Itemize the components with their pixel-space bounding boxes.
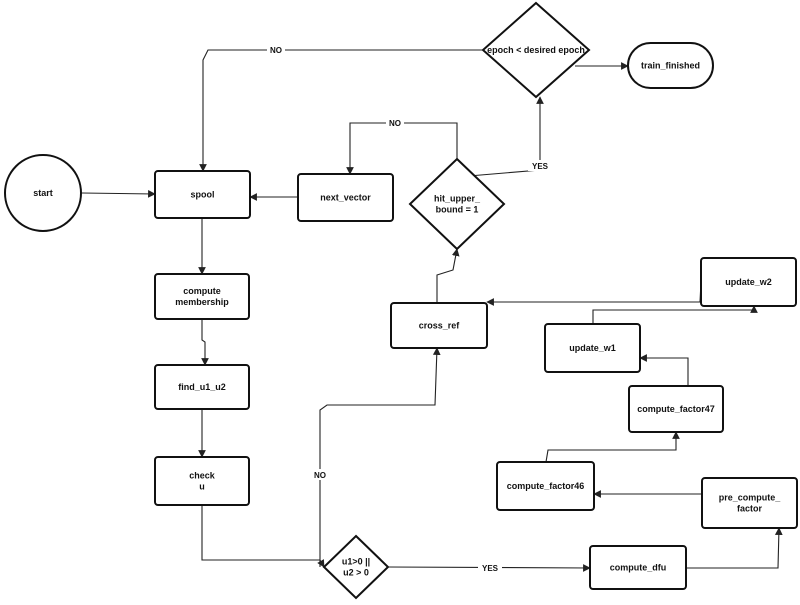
node-label: bound = 1 (436, 205, 479, 215)
node-epoch-check: epoch < desired epoch (481, 1, 591, 99)
edge-label-yes: YES (482, 564, 499, 573)
node-label: hit_upper_ (434, 194, 481, 204)
node-next-vector: next_vector (297, 173, 394, 222)
node-label: check (189, 471, 216, 481)
node-label: next_vector (320, 193, 371, 203)
node-shape-compute-dfu (589, 545, 687, 590)
node-label: spool (191, 190, 215, 200)
node-label: find_u1_u2 (178, 382, 226, 392)
node-shape-spool (154, 170, 251, 219)
node-label: train_finished (641, 61, 700, 71)
node-compute-factor47: compute_factor47 (628, 385, 724, 433)
node-shape-find-u1-u2 (154, 364, 250, 410)
node-shape-epoch-check (481, 1, 591, 99)
node-label: u2 > 0 (343, 568, 369, 578)
node-start: start (4, 154, 82, 232)
node-shape-pre-compute-factor (701, 477, 798, 529)
node-label: compute_dfu (610, 563, 667, 573)
edge-u-condition-to-cross-ref (319, 347, 441, 567)
edge-label-background (478, 562, 502, 573)
edge-compute-factor46-to-compute-factor47 (545, 431, 680, 463)
node-label: pre_compute_ (719, 493, 782, 503)
edge-label-layer: YES NO NO YES NO (267, 44, 552, 573)
node-label: update_w1 (569, 343, 616, 353)
edge-hit-upper-bound-to-epoch-check (456, 96, 544, 178)
node-label: cross_ref (419, 321, 461, 331)
node-shape-cross-ref (390, 302, 488, 349)
node-shape-next-vector (297, 173, 394, 222)
node-cross-ref: cross_ref (390, 302, 488, 349)
edge-compute-membership-to-find-u1-u2 (201, 319, 209, 366)
edge-label-no: NO (270, 46, 282, 55)
node-shape-u-condition (322, 534, 390, 600)
node-label: compute_factor47 (637, 404, 715, 414)
edge-label-yes: YES (532, 162, 549, 171)
node-label: u1>0 || (342, 557, 370, 567)
node-find-u1-u2: find_u1_u2 (154, 364, 250, 410)
edge-check-u-to-u-condition (201, 505, 325, 568)
node-update-w1: update_w1 (544, 323, 641, 373)
edge-cross-ref-to-hit-upper-bound (436, 248, 460, 303)
edge-label-background (386, 117, 404, 128)
node-label: compute_factor46 (507, 481, 585, 491)
node-label: compute (183, 286, 221, 296)
edge-label-background (267, 44, 285, 55)
node-shape-check-u (154, 456, 250, 506)
node-compute-dfu: compute_dfu (589, 545, 687, 590)
node-shape-compute-factor47 (628, 385, 724, 433)
node-spool: spool (154, 170, 251, 219)
node-label: start (33, 188, 53, 198)
node-shape-train-finished (627, 42, 714, 89)
node-compute-factor46: compute_factor46 (496, 461, 595, 511)
node-shape-compute-factor46 (496, 461, 595, 511)
node-train-finished: train_finished (627, 42, 714, 89)
edge-update-w2-to-cross-ref (486, 281, 702, 306)
node-label: epoch < desired epoch (487, 45, 585, 55)
edge-label-background (311, 469, 329, 480)
node-u-condition: u1>0 ||u2 > 0 (322, 534, 390, 600)
edge-label-no: NO (314, 471, 326, 480)
node-label: update_w2 (725, 277, 772, 287)
node-update-w2: update_w2 (700, 257, 797, 307)
node-shape-update-w2 (700, 257, 797, 307)
node-shape-update-w1 (544, 323, 641, 373)
node-shape-start (4, 154, 82, 232)
edge-compute-dfu-to-pre-compute-factor (686, 527, 783, 569)
edge-hit-upper-bound-to-next-vector (346, 122, 458, 175)
edge-compute-factor47-to-update-w1 (639, 354, 689, 386)
node-label: u (199, 482, 205, 492)
edge-start-to-spool (81, 190, 156, 198)
node-label: membership (175, 297, 229, 307)
edge-update-w1-to-update-w2 (592, 305, 758, 324)
edge-epoch-check-to-spool (199, 49, 483, 172)
node-label: factor (737, 504, 763, 514)
node-hit-upper-bound: hit_upper_bound = 1 (408, 157, 506, 251)
node-shape-compute-membership (154, 273, 250, 320)
node-shape-hit-upper-bound (408, 157, 506, 251)
edge-label-background (528, 160, 552, 171)
edge-label-no: NO (389, 119, 401, 128)
node-pre-compute-factor: pre_compute_factor (701, 477, 798, 529)
